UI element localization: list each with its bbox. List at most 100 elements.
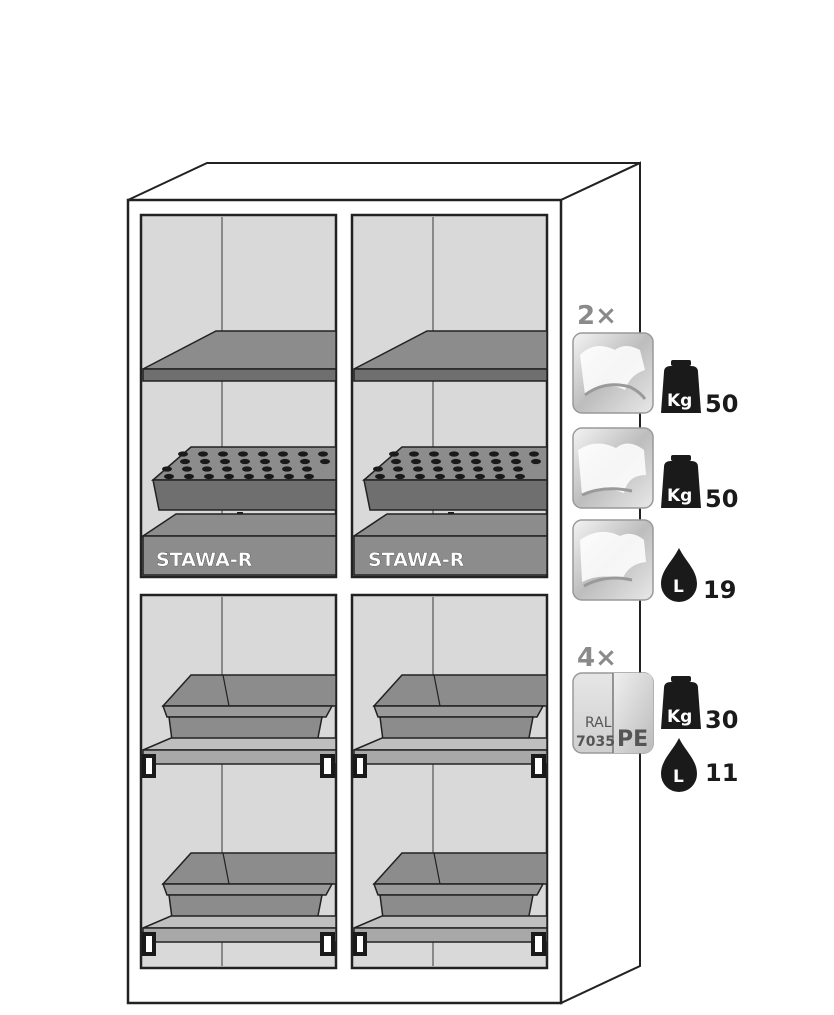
- shelf-rail-front: [142, 927, 337, 943]
- perforation-hole: [489, 451, 499, 457]
- perforation-hole: [493, 466, 503, 472]
- weight-value-2: 50: [705, 485, 738, 513]
- quantity-pe: 4×: [577, 643, 617, 673]
- bracket-slot: [357, 758, 363, 774]
- steel-tile-3: [572, 519, 654, 601]
- perforation-hole: [202, 466, 212, 472]
- perforation-hole: [411, 458, 421, 465]
- perforation-hole: [491, 458, 501, 465]
- perforation-hole: [455, 473, 465, 480]
- pe-tray-corner: [433, 852, 441, 885]
- perforation-hole: [278, 451, 288, 457]
- weight-icon: [661, 360, 701, 413]
- perforation-hole: [262, 466, 272, 472]
- perforation-hole: [282, 466, 292, 472]
- steel-tile-1: [572, 332, 654, 414]
- perforation-hole: [320, 458, 330, 465]
- pe-tray: [372, 674, 548, 707]
- perforation-hole: [300, 458, 310, 465]
- bracket-slot: [146, 758, 152, 774]
- perforation-hole: [469, 451, 479, 457]
- perforation-hole: [198, 451, 208, 457]
- perforation-hole: [513, 466, 523, 472]
- drop-icon: [661, 738, 697, 792]
- pe-tray-rim: [372, 705, 545, 718]
- swatch-material: PE: [617, 727, 648, 752]
- perforation-hole: [260, 458, 270, 465]
- bracket-slot: [357, 936, 363, 952]
- perforation-hole: [453, 466, 463, 472]
- shelf-rail: [142, 737, 337, 751]
- perforation-hole: [280, 458, 290, 465]
- perforation-hole: [373, 466, 383, 472]
- perforation-hole: [393, 466, 403, 472]
- perforation-hole: [475, 473, 485, 480]
- perforation-hole: [180, 458, 190, 465]
- sump-front: [353, 535, 548, 576]
- stawa-label-left: STAWA-R: [156, 549, 253, 571]
- perforation-hole: [164, 473, 174, 480]
- shelf-rail: [353, 915, 548, 929]
- perforation-hole: [298, 451, 308, 457]
- sump: [351, 513, 548, 537]
- perforation-hole: [238, 451, 248, 457]
- perforation-hole: [318, 451, 328, 457]
- weight-unit-2: Kg: [667, 486, 692, 506]
- perforation-hole: [184, 473, 194, 480]
- perforation-hole: [435, 473, 445, 480]
- volume-value-2: 11: [705, 759, 738, 787]
- shelf-rail-front: [353, 749, 548, 765]
- pe-tray-corner: [433, 674, 441, 707]
- weight-unit-3: Kg: [667, 707, 692, 727]
- sump: [140, 513, 337, 537]
- perforation-hole: [431, 458, 441, 465]
- perforation-hole: [471, 458, 481, 465]
- perforation-hole: [515, 473, 525, 480]
- weight-value-1: 50: [705, 390, 738, 418]
- volume-value-1: 19: [703, 576, 736, 604]
- perforation-hole: [375, 473, 385, 480]
- perforation-hole: [531, 458, 541, 465]
- perforation-hole: [391, 458, 401, 465]
- shelf-rail-front: [142, 749, 337, 765]
- steel-tile-2: [572, 427, 654, 509]
- weight-icon: [661, 455, 701, 508]
- perforation-hole: [529, 451, 539, 457]
- perforation-hole: [495, 473, 505, 480]
- perforation-hole: [409, 451, 419, 457]
- perforation-hole: [222, 466, 232, 472]
- perforation-hole: [200, 458, 210, 465]
- perforation-hole: [178, 451, 188, 457]
- weight-icon: [661, 676, 701, 729]
- pe-tray-rim: [372, 883, 545, 896]
- quantity-steel: 2×: [577, 301, 617, 331]
- perforation-hole: [304, 473, 314, 480]
- weight-value-3: 30: [705, 706, 738, 734]
- bracket-slot: [535, 758, 542, 774]
- perforation-hole: [244, 473, 254, 480]
- perforation-hole: [258, 451, 268, 457]
- perforation-hole: [511, 458, 521, 465]
- pe-tray-corner: [222, 852, 230, 885]
- pe-color-swatch: [572, 672, 654, 754]
- perforated-insert-front: [152, 479, 337, 511]
- bracket-slot: [324, 936, 331, 952]
- perforation-hole: [389, 451, 399, 457]
- perforation-hole: [509, 451, 519, 457]
- pe-tray: [161, 674, 337, 707]
- compartments: [139, 213, 549, 970]
- shelf-rail-front: [353, 927, 548, 943]
- volume-unit-2: L: [673, 767, 684, 787]
- volume-unit-1: L: [673, 577, 684, 597]
- stawa-label-right: STAWA-R: [368, 549, 465, 571]
- perforation-hole: [182, 466, 192, 472]
- shelf-edge: [142, 368, 337, 382]
- pe-tray-rim: [161, 883, 334, 896]
- sump-front: [142, 535, 337, 576]
- shelf-rail: [353, 737, 548, 751]
- perforation-hole: [302, 466, 312, 472]
- perforated-insert-front: [363, 479, 548, 511]
- bracket-slot: [324, 758, 331, 774]
- pe-tray: [372, 852, 548, 885]
